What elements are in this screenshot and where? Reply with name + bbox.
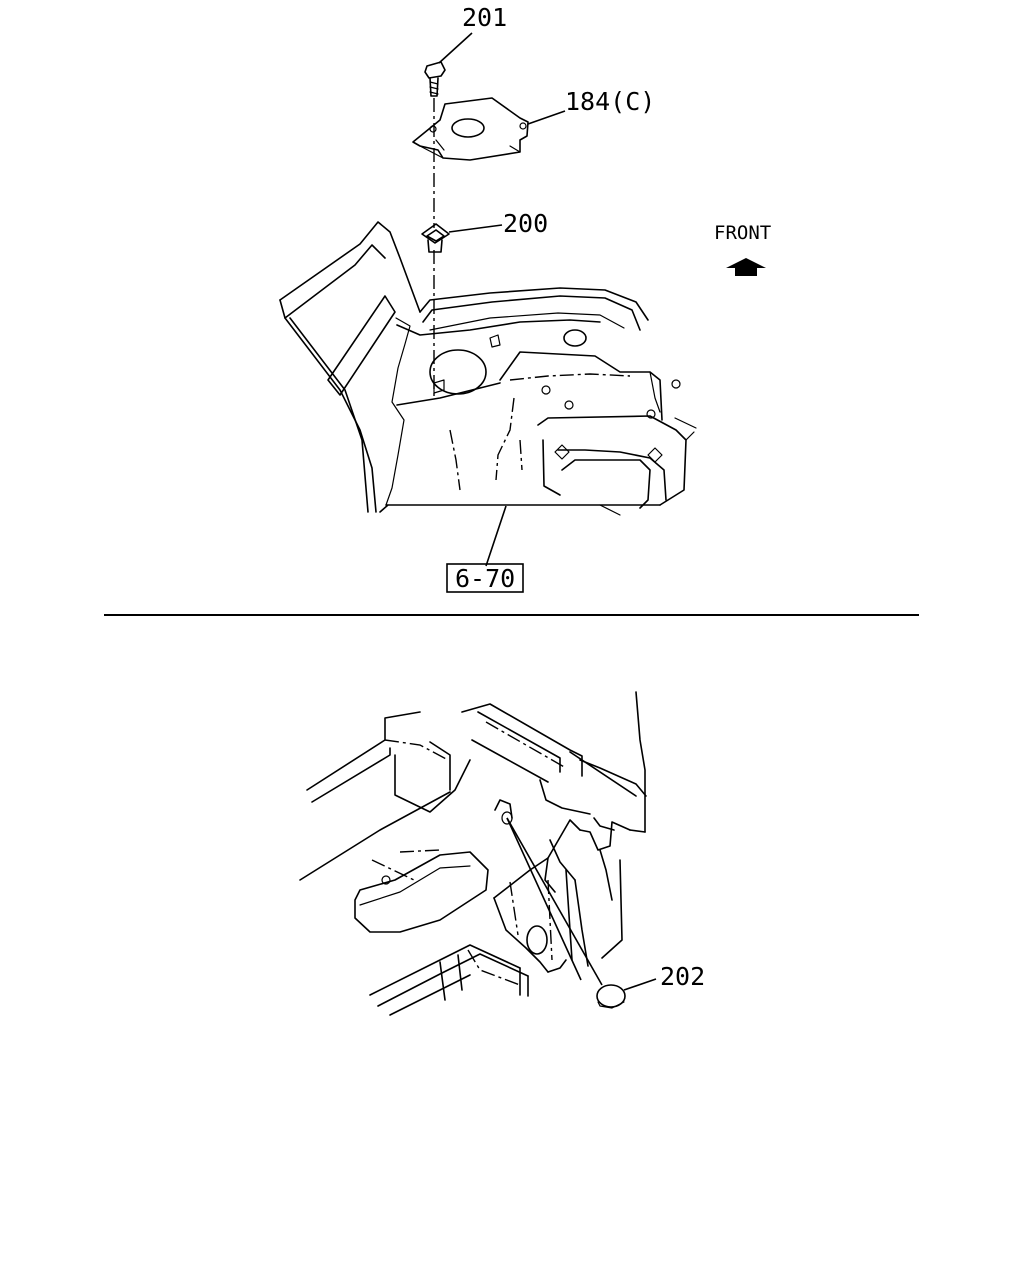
- reference-box: [446, 563, 524, 593]
- plug-leader-a: [506, 817, 603, 986]
- bracket-label: 184(C): [565, 87, 655, 116]
- floor-panel-drawing: [299, 691, 647, 1016]
- arrow-up-icon: [726, 258, 766, 276]
- plug-label: 202: [660, 962, 705, 991]
- bolt-leader: [438, 32, 473, 64]
- plug-part: [596, 984, 626, 1009]
- clip-nut-label: 200: [503, 209, 548, 238]
- bolt-part: [424, 61, 446, 97]
- lower-assembly-view: 202: [299, 691, 705, 1016]
- clip-nut-part: [421, 223, 450, 253]
- reference-label: 6-70: [455, 564, 515, 593]
- plug-leader-b: [506, 817, 582, 981]
- upper-assembly-view: 201 184(C) 200 FRONT: [279, 3, 771, 593]
- front-label: FRONT: [714, 222, 771, 244]
- bracket-part: [412, 97, 529, 161]
- clip-nut-leader: [448, 224, 503, 233]
- body-panel-drawing: [279, 221, 697, 516]
- bracket-leader: [527, 110, 566, 125]
- bolt-label: 201: [462, 3, 507, 32]
- plug-leader: [623, 978, 657, 991]
- reference-leader: [485, 505, 507, 567]
